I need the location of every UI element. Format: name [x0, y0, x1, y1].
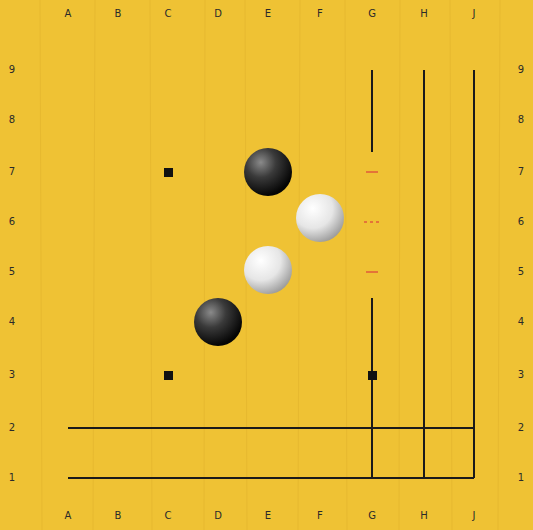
coordinate-label: C: [165, 511, 172, 521]
coordinate-label: E: [265, 9, 271, 19]
coordinate-label: 8: [9, 115, 15, 125]
coordinate-label: G: [368, 9, 376, 19]
coordinate-label: 2: [9, 423, 15, 433]
coordinate-label: 7: [518, 167, 524, 177]
white-stone: [296, 194, 344, 242]
coordinate-label: B: [115, 9, 122, 19]
coordinate-label: A: [65, 511, 72, 521]
coordinate-label: E: [265, 511, 271, 521]
white-stone: [244, 246, 292, 294]
coordinate-label: 5: [518, 267, 524, 277]
star-points: [164, 168, 377, 380]
coordinate-label: 4: [9, 317, 15, 327]
coordinate-label: 4: [518, 317, 524, 327]
coordinate-label: 8: [518, 115, 524, 125]
coordinate-label: 6: [9, 217, 15, 227]
coordinate-label: 9: [9, 65, 15, 75]
coordinate-label: D: [214, 9, 222, 19]
coordinate-label: 9: [518, 65, 524, 75]
coordinate-label: F: [317, 511, 323, 521]
stones: [194, 148, 344, 346]
coordinate-label: B: [115, 511, 122, 521]
coordinate-label: 2: [518, 423, 524, 433]
coordinate-label: D: [214, 511, 222, 521]
coordinate-label: H: [420, 511, 428, 521]
coordinate-label: J: [473, 511, 476, 521]
coordinate-label: 3: [9, 370, 15, 380]
coordinate-label: A: [65, 9, 72, 19]
black-stone: [194, 298, 242, 346]
coordinate-label: 6: [518, 217, 524, 227]
coordinate-label: 5: [9, 267, 15, 277]
black-stone: [244, 148, 292, 196]
coordinate-label: C: [165, 9, 172, 19]
coordinate-label: 1: [518, 473, 524, 483]
grid-lines: [68, 70, 474, 478]
coordinate-label: 3: [518, 370, 524, 380]
coordinate-label: H: [420, 9, 428, 19]
red-marks: [364, 172, 379, 272]
coordinate-label: 1: [9, 473, 15, 483]
coordinate-label: G: [368, 511, 376, 521]
coordinate-label: J: [473, 9, 476, 19]
coordinate-label: 7: [9, 167, 15, 177]
coordinate-label: F: [317, 9, 323, 19]
wood-grain: [40, 0, 500, 530]
